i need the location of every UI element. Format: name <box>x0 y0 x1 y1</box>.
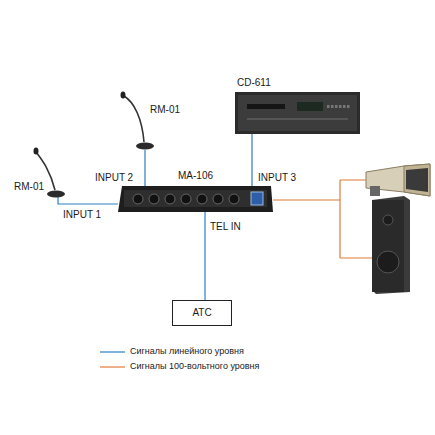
box-label: АТС <box>192 307 211 319</box>
mic-wire <box>144 150 145 186</box>
mic-wire <box>58 197 118 204</box>
legend-line <box>100 366 125 367</box>
part-label: RM-01 <box>14 181 44 193</box>
legend-text: Сигналы 100-вольтного уровня <box>130 361 259 372</box>
horn-speaker <box>366 164 430 196</box>
signal-name: INPUT 2 <box>95 172 133 184</box>
amplifier-front <box>118 186 273 212</box>
signal-line <box>204 212 205 300</box>
device-name: MA-106 <box>178 170 213 182</box>
device-name: CD-611 <box>237 77 271 89</box>
device: MA-106 <box>118 186 273 212</box>
signal-line <box>251 134 252 186</box>
cd-player-front <box>235 92 360 134</box>
signal-name: INPUT 1 <box>63 209 101 221</box>
device: CD-611 <box>235 92 360 134</box>
legend-text: Сигналы линейного уровня <box>130 346 244 357</box>
signal-name: TEL IN <box>210 221 241 233</box>
signal-name: INPUT 3 <box>258 172 296 184</box>
microphone <box>121 92 155 150</box>
speaker-wire <box>273 180 372 258</box>
legend-line <box>100 351 125 352</box>
part-label: RM-01 <box>150 104 180 116</box>
cabinet-speaker <box>372 196 410 294</box>
exchange-box: АТС <box>172 300 232 326</box>
